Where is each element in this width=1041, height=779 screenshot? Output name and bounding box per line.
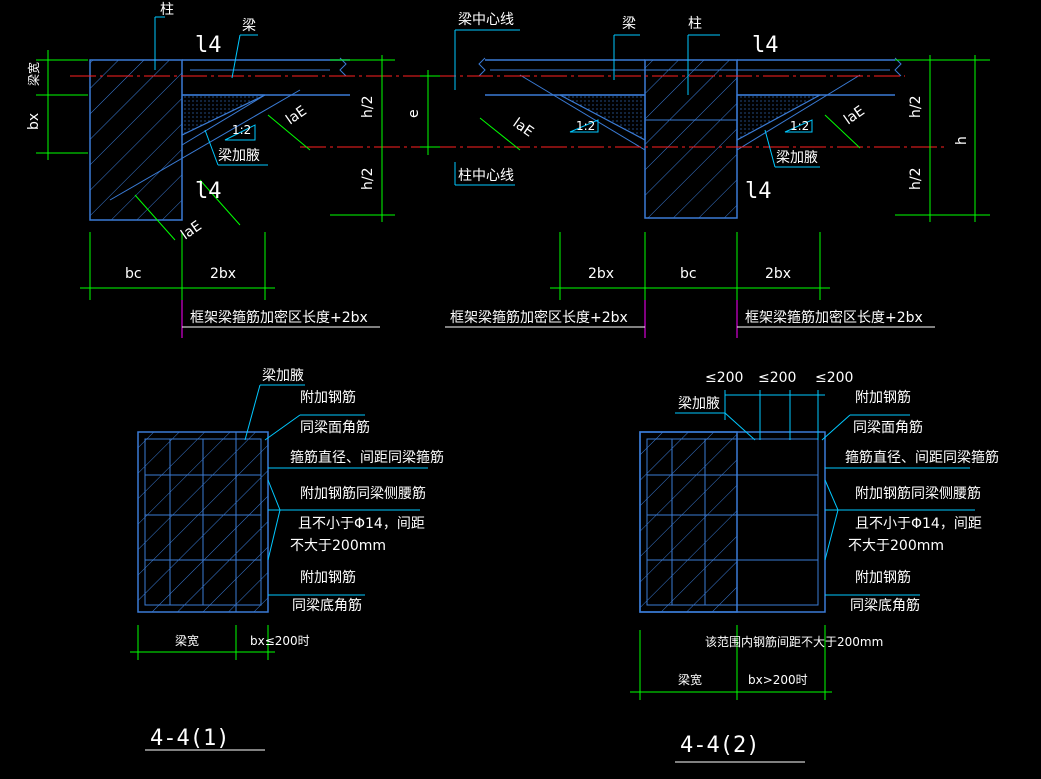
label-zhu-2: 柱 xyxy=(688,16,702,32)
label-lae-3: laE xyxy=(510,115,537,140)
label-col-center: 柱中心线 xyxy=(458,168,514,184)
s2-n1b: 同梁面角筋 xyxy=(853,419,923,436)
s1-n3a: 附加钢筋同梁侧腰筋 xyxy=(300,485,426,502)
label-e: e xyxy=(406,109,422,118)
label-slope-3: 1:2 xyxy=(790,119,809,133)
haunch-right-a xyxy=(559,94,646,141)
label-liang-1: 梁 xyxy=(242,18,256,34)
label-beam-center: 梁中心线 xyxy=(458,12,514,28)
label-lae-4: laE xyxy=(841,103,868,128)
column-right xyxy=(644,59,738,219)
label-l4-2: l4 xyxy=(195,179,222,204)
s2-le200-2: ≤200 xyxy=(758,370,796,386)
label-jia-ye-2: 梁加腋 xyxy=(776,150,818,166)
s2-le200-3: ≤200 xyxy=(815,370,853,386)
label-lae-1: laE xyxy=(283,103,310,128)
label-2bx-r1: 2bx xyxy=(588,266,614,282)
label-bc-right: bc xyxy=(680,266,697,282)
s2-n4b: 同梁底角筋 xyxy=(850,597,920,614)
s2-range-note: 该范围内钢筋间距不大于200mm xyxy=(705,634,883,649)
s1-dim-bx: bx≤200时 xyxy=(250,634,310,648)
s1-n3b: 且不小于Φ14，间距 xyxy=(298,516,425,532)
s2-n3b: 且不小于Φ14，间距 xyxy=(855,516,982,532)
s2-title: 4-4(2) xyxy=(680,733,759,758)
s1-n4b: 同梁底角筋 xyxy=(292,597,362,614)
label-zhu-1: 柱 xyxy=(160,2,174,18)
label-jia-ye-1: 梁加腋 xyxy=(218,148,260,164)
label-2bx-r2: 2bx xyxy=(765,266,791,282)
s2-n1a: 附加钢筋 xyxy=(855,389,911,406)
label-liang-2: 梁 xyxy=(622,16,636,32)
label-h2-bot-left: h/2 xyxy=(360,168,376,191)
label-stirrup-left: 框架梁箍筋加密区长度+2bx xyxy=(190,309,368,326)
haunch-right-b xyxy=(736,94,821,142)
label-stirrup-mid: 框架梁箍筋加密区长度+2bx xyxy=(450,309,628,326)
elevation-left: 梁宽 bx bc 2bx h/2 h/2 laE laE 1:2 柱 梁 l4 … xyxy=(26,2,420,338)
label-h2-bot-right: h/2 xyxy=(908,168,924,191)
label-l4-1: l4 xyxy=(195,33,222,58)
label-h: h xyxy=(954,136,970,145)
s2-n3c: 不大于200mm xyxy=(848,538,944,554)
label-slope-2: 1:2 xyxy=(576,119,595,133)
s1-haunch: 梁加腋 xyxy=(262,368,304,384)
haunch-left xyxy=(181,94,266,136)
label-bc-left: bc xyxy=(125,266,142,282)
s1-title: 4-4(1) xyxy=(150,726,229,751)
s1-n4a: 附加钢筋 xyxy=(300,569,356,586)
column-left xyxy=(89,59,183,221)
s1-n1b: 同梁面角筋 xyxy=(300,419,370,436)
section-1: 梁加腋 附加钢筋 同梁面角筋 箍筋直径、间距同梁箍筋 附加钢筋同梁侧腰筋 且不小… xyxy=(130,368,444,751)
s1-n1a: 附加钢筋 xyxy=(300,389,356,406)
label-slope-1: 1:2 xyxy=(232,123,251,137)
s1-n2: 箍筋直径、间距同梁箍筋 xyxy=(290,449,444,466)
section-2: ≤200 ≤200 ≤200 梁加腋 附加钢筋 同梁面角筋 箍筋直径、间距同梁箍… xyxy=(630,370,999,763)
s2-dim-beam: 梁宽 xyxy=(678,672,702,687)
label-stirrup-right: 框架梁箍筋加密区长度+2bx xyxy=(745,309,923,326)
s1-n3c: 不大于200mm xyxy=(290,538,386,554)
label-l4-4: l4 xyxy=(745,179,772,204)
label-h2-top-right: h/2 xyxy=(908,96,924,119)
label-liang-kuan: 梁宽 xyxy=(26,62,41,86)
s2-n3a: 附加钢筋同梁侧腰筋 xyxy=(855,485,981,502)
label-l4-3: l4 xyxy=(752,33,779,58)
label-bx-left: bx xyxy=(26,113,42,130)
s2-le200-1: ≤200 xyxy=(705,370,743,386)
s2-n4a: 附加钢筋 xyxy=(855,569,911,586)
s2-n2: 箍筋直径、间距同梁箍筋 xyxy=(845,449,999,466)
elevation-right: e h/2 h/2 h 2bx bc 2bx laE laE 1:2 1:2 梁… xyxy=(406,12,990,338)
s2-haunch: 梁加腋 xyxy=(678,396,720,412)
label-h2-top-left: h/2 xyxy=(360,96,376,119)
s2-dim-bx: bx>200时 xyxy=(748,673,808,687)
s1-dim-beam: 梁宽 xyxy=(175,633,199,648)
label-2bx-left: 2bx xyxy=(210,266,236,282)
